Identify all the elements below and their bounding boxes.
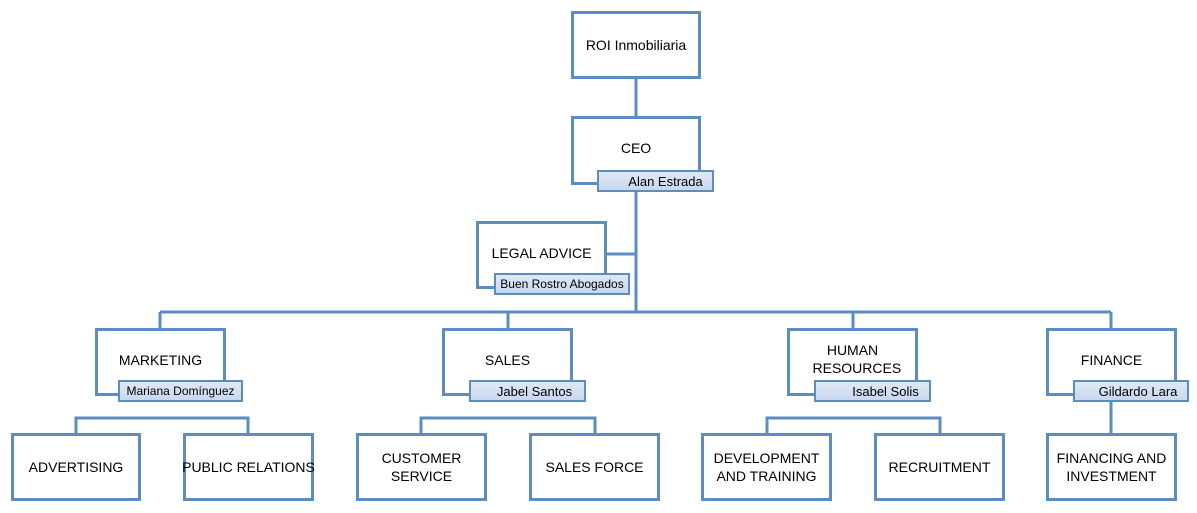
node-advertising-title: ADVERTISING xyxy=(28,459,124,475)
node-sales-person-text: Jabel Santos xyxy=(496,383,573,399)
node-customer-service-title: CUSTOMER SERVICE xyxy=(381,450,462,484)
connector-hr-children xyxy=(765,416,942,433)
node-legal-person-text: Buen Rostro Abogados xyxy=(500,277,624,291)
node-marketing-person: Mariana Domínguez xyxy=(118,380,243,402)
node-ceo-person-text: Alan Estrada xyxy=(628,173,703,189)
node-finance-person-text: Gildardo Lara xyxy=(1098,383,1178,399)
node-hr-person: Isabel Solis xyxy=(814,380,931,402)
node-hr-person-text: Isabel Solis xyxy=(852,383,919,399)
node-public-relations-title: PUBLIC RELATIONS xyxy=(182,459,315,475)
connector-sales-children xyxy=(419,416,597,433)
node-ceo-title: CEO xyxy=(620,140,652,156)
node-sales-title: SALES xyxy=(484,352,531,368)
node-marketing-person-text: Mariana Domínguez xyxy=(126,384,235,398)
node-root: ROI Inmobiliaria xyxy=(571,11,701,79)
node-public-relations: PUBLIC RELATIONS xyxy=(182,433,315,501)
node-marketing-title: MARKETING xyxy=(118,352,203,368)
node-financing-investment-title: FINANCING AND INVESTMENT xyxy=(1056,450,1167,484)
node-finance-person: Gildardo Lara xyxy=(1073,380,1189,402)
node-sales-force-title: SALES FORCE xyxy=(545,459,644,475)
node-sales-force: SALES FORCE xyxy=(529,433,660,501)
node-advertising: ADVERTISING xyxy=(11,433,141,501)
node-development-training-title: DEVELOPMENT AND TRAINING xyxy=(713,450,820,484)
node-legal-title: LEGAL ADVICE xyxy=(491,245,592,261)
node-legal-person: Buen Rostro Abogados xyxy=(494,273,630,295)
node-recruitment-title: RECRUITMENT xyxy=(888,459,991,475)
node-hr-title: HUMAN RESOURCES xyxy=(812,342,902,376)
node-sales-person: Jabel Santos xyxy=(469,380,586,402)
node-financing-investment: FINANCING AND INVESTMENT xyxy=(1046,433,1177,501)
node-development-training: DEVELOPMENT AND TRAINING xyxy=(701,433,832,501)
connector-marketing-children xyxy=(74,416,250,433)
node-root-title: ROI Inmobiliaria xyxy=(585,37,687,53)
node-finance-title: FINANCE xyxy=(1080,352,1143,368)
node-customer-service: CUSTOMER SERVICE xyxy=(356,433,487,501)
node-recruitment: RECRUITMENT xyxy=(874,433,1005,501)
node-ceo-person: Alan Estrada xyxy=(597,170,714,192)
